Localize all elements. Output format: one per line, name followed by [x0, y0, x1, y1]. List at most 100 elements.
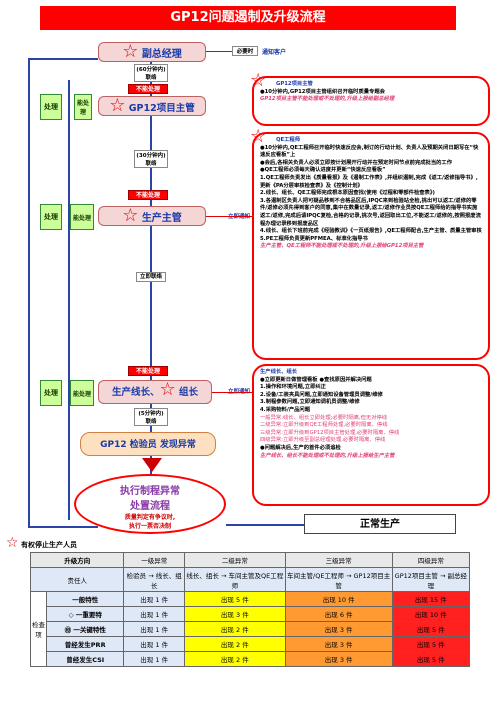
- production-manager-label: 生产主管: [141, 213, 182, 224]
- matrix-cell: 出现 2 件: [184, 651, 286, 667]
- line-leader-label: 生产线长、: [112, 387, 160, 398]
- matrix-cell: 出现 10 件: [391, 606, 471, 622]
- time-60-text: (60分钟内): [136, 67, 166, 73]
- can-handle-tag: 能处理: [70, 204, 94, 230]
- left-connector-line: [28, 58, 30, 528]
- line-note-grade: 二级异常:立即升级到QE工程师处理,必要时隔离、停线: [260, 422, 388, 429]
- matrix-cell: 出现 15 件: [391, 591, 471, 607]
- matrix-item: ㊞ 一关键特性: [45, 621, 125, 637]
- not-handled-tag: 不能处理: [128, 84, 168, 94]
- not-handled-tag: 不能处理: [128, 366, 168, 376]
- handle-tag: 处理: [40, 94, 62, 120]
- qe-note-line: ●10分钟内,QE工程师召开临时快速反应会,制订的行动计划、负责人及预期关闭日期…: [260, 144, 479, 159]
- exec-process-sub2: 执行一票否决制: [128, 523, 171, 530]
- qe-note-header: QE工程师: [276, 137, 301, 143]
- matrix-cell: 出现 1 件: [123, 621, 185, 637]
- gp12-note-box: ☆ GP12项目主管 ●10分钟内,GP12项目主管组织召开临时质量专题会 GP…: [250, 72, 490, 126]
- matrix-cell: 出现 6 件: [284, 606, 393, 622]
- line-note-line: 4.采购物料/产品问题: [260, 406, 311, 413]
- contact-text: 联络: [145, 419, 157, 425]
- immediate-notify-label: 立即通知: [228, 387, 250, 395]
- matrix-header-left: 升级方向: [29, 552, 125, 568]
- qe-note-line: 1.QE工程师负责发出《质量看报》及《遏制工作表》,并组织遏制,完成《返工/返修…: [260, 174, 478, 189]
- qe-note-footer: 生产主管、QE工程师不能处理或不处理的,升级上报给GP12项目主管: [260, 243, 424, 250]
- connector-line: [206, 51, 232, 52]
- matrix-cell: 出现 3 件: [184, 606, 286, 622]
- deputy-gm-box[interactable]: ☆ 副总经理: [98, 42, 206, 62]
- matrix-resp: 车间主管/QE工程师 → GP12项目主管: [284, 567, 393, 592]
- gp12-manager-box[interactable]: ☆ GP12项目主管: [98, 96, 206, 116]
- line-note-line: 1.操作和环境问题,立即纠正: [260, 384, 326, 391]
- gp12-note-line2: GP12项目主管不能处理或不处理的,升级上报给副总经理: [260, 96, 395, 103]
- matrix-check-label: 检查项: [30, 591, 47, 667]
- matrix-item: ◇ 一重要特: [45, 606, 125, 622]
- matrix-level: 二级异常: [184, 552, 286, 568]
- handle-tag: 处理: [40, 380, 62, 406]
- star-icon: ☆: [250, 70, 267, 91]
- matrix-item: 一般特性: [45, 591, 125, 607]
- exec-process-oval[interactable]: 执行制程异常 处置流程 质量判定有争议时, 执行一票否决制: [74, 474, 226, 534]
- inner-connector-line: [68, 80, 70, 520]
- matrix-resp-label: 责任人: [29, 567, 125, 592]
- can-handle-tag: 能处理: [70, 380, 94, 406]
- legend-label: 有权停止生产人员: [21, 541, 77, 549]
- star-icon: ☆: [109, 95, 126, 116]
- qe-note-line: 3.各遏制区负责人把可疑品移到不合格品区后,IPQC来到检验站全检,挑出可以返工…: [260, 197, 481, 227]
- gp12-note-line1: ●10分钟内,GP12项目主管组织召开临时质量专题会: [260, 88, 385, 95]
- matrix-cell: 出现 2 件: [184, 636, 286, 652]
- connector-line: [28, 58, 98, 60]
- exec-process-title2: 处置流程: [130, 501, 170, 512]
- notify-customer-label: 通知客户: [262, 49, 287, 56]
- matrix-cell: 出现 1 件: [123, 591, 185, 607]
- line-note-box: 生产线长、组长 ●立即更新日做管理看板 ●查找原因并解决问题 1.操作和环境问题…: [252, 364, 490, 506]
- handle-tag: 处理: [40, 204, 62, 230]
- matrix-cell: 出现 3 件: [284, 651, 393, 667]
- inspector-box[interactable]: GP12 检验员 发现异常: [80, 432, 216, 456]
- exec-process-title1: 执行制程异常: [120, 486, 180, 497]
- connector-line: [206, 216, 252, 217]
- matrix-level: 一级异常: [123, 552, 185, 568]
- matrix-cell: 出现 5 件: [391, 621, 471, 637]
- matrix-cell: 出现 1 件: [123, 651, 185, 667]
- connector-line: [212, 392, 252, 393]
- matrix-cell: 出现 5 件: [391, 651, 471, 667]
- star-icon: ☆: [6, 535, 19, 551]
- page-title: GP12问题遏制及升级流程: [40, 6, 456, 30]
- star-icon: ☆: [250, 126, 267, 147]
- exec-process-sub1: 质量判定有争议时,: [124, 514, 176, 521]
- matrix-resp: 线长、组长 → 车间主管及QE工程师: [184, 567, 286, 592]
- immediate-notify-label: 立即通知: [228, 214, 251, 220]
- time-5-text: (5分钟内): [138, 411, 164, 417]
- time-30-text: (30分钟内): [136, 153, 166, 159]
- star-icon: ☆: [122, 205, 139, 226]
- gp12-manager-label: GP12项目主管: [128, 103, 195, 114]
- qe-note-line: ●会后,各相关负责人必须立即按计划展开行动并在预定时间节点前完成批当的工作: [260, 159, 453, 166]
- connector-line: [226, 524, 304, 526]
- line-note-footer: 生产线长、组长不能处理或不处理的,升级上报给生产主管: [260, 452, 395, 459]
- matrix-cell: 出现 5 件: [184, 591, 286, 607]
- matrix-item: 曾经发生PRR: [45, 636, 125, 652]
- matrix-resp: GP12项目主管 → 副总经理: [391, 567, 471, 592]
- connector-line: [28, 526, 98, 528]
- line-leader-box[interactable]: 生产线长、☆ 组长: [98, 380, 212, 404]
- arrow-down-icon: [142, 458, 162, 472]
- matrix-cell: 出现 3 件: [284, 636, 393, 652]
- qe-note-line: 4.线长、组长下班前完成《经验教训》《一页纸报告》,QE工程师配合,生产主管、质…: [260, 228, 482, 235]
- qe-note-line: ●QE工程师必须每天确认进度并更新“快速反应看板”: [260, 167, 386, 174]
- time-30-tag: (30分钟内) 联络: [134, 150, 168, 168]
- matrix-resp: 检验员 → 线长、组长: [123, 567, 185, 592]
- not-handled-tag: 不能处理: [128, 190, 168, 200]
- matrix-cell: 出现 10 件: [284, 591, 393, 607]
- necessary-tag: 必要时: [232, 46, 258, 56]
- time-5-tag: (5分钟内) 联络: [134, 408, 168, 426]
- matrix-cell: 出现 1 件: [123, 606, 185, 622]
- qe-note-line: 5.PE工程师负责更新PFMEA、标准化指导书: [260, 235, 368, 242]
- immediate-contact-tag: 立即联络: [136, 272, 166, 282]
- line-note-grade: 一般异常:线长、组长立即处理;必要时隔离,但无对停线: [260, 414, 388, 421]
- team-leader-label: 组长: [178, 387, 198, 398]
- time-60-tag: (60分钟内) 联络: [134, 64, 168, 82]
- star-icon: ☆: [122, 41, 139, 62]
- line-note-grade: 四级异常:立即升级至副总经理处理,必要时隔离、停线: [260, 437, 386, 444]
- production-manager-box[interactable]: ☆ 生产主管: [98, 206, 206, 226]
- contact-text: 联络: [145, 161, 157, 167]
